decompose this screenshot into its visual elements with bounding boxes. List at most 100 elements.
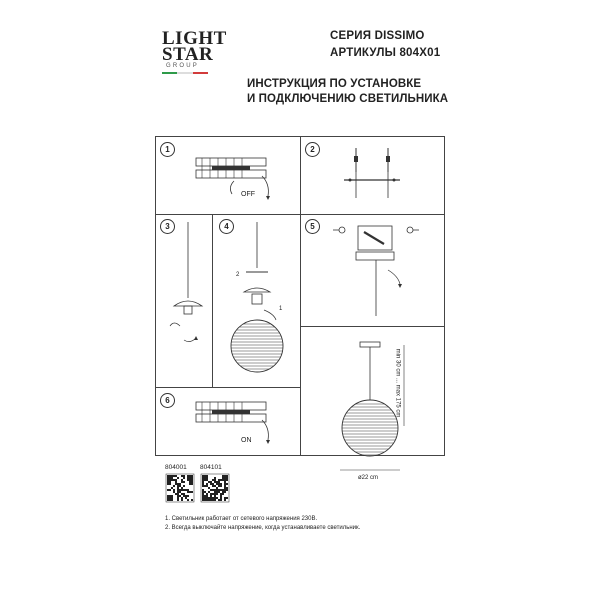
qr-module	[167, 483, 169, 485]
qr-module	[171, 499, 173, 501]
qr-module	[187, 489, 189, 491]
qr-module	[183, 495, 185, 497]
qr-module	[212, 493, 214, 495]
qr-module	[220, 493, 222, 495]
qr-module	[214, 493, 216, 495]
qr-module	[214, 479, 216, 481]
qr-module	[169, 497, 171, 499]
qr-module	[189, 483, 191, 485]
qr-module	[169, 477, 171, 479]
qr-module	[224, 491, 226, 493]
qr-module	[167, 499, 169, 501]
qr-module	[224, 487, 226, 489]
title-line1: ИНСТРУКЦИЯ ПО УСТАНОВКЕ	[247, 78, 422, 90]
qr-module	[191, 483, 193, 485]
qr-module	[185, 495, 187, 497]
qr-module	[216, 487, 218, 489]
qr-module	[175, 493, 177, 495]
qr-module	[224, 483, 226, 485]
qr-module	[175, 479, 177, 481]
qr-module	[167, 477, 169, 479]
qr-module	[212, 497, 214, 499]
qr-module	[171, 479, 173, 481]
qr-code-label-1: 804001	[165, 464, 187, 471]
qr-module	[220, 495, 222, 497]
qr-module	[202, 481, 204, 483]
qr-module	[173, 489, 175, 491]
qr-module	[224, 475, 226, 477]
qr-module	[206, 477, 208, 479]
qr-module	[210, 495, 212, 497]
qr-module	[169, 489, 171, 491]
qr-module	[183, 477, 185, 479]
qr-module	[179, 489, 181, 491]
off-label: OFF	[241, 191, 255, 198]
qr-module	[224, 485, 226, 487]
qr-module	[210, 481, 212, 483]
diameter-dimension: ø22 cm	[358, 475, 379, 481]
qr-module	[169, 495, 171, 497]
qr-module	[167, 495, 169, 497]
qr-module	[183, 493, 185, 495]
qr-module	[189, 491, 191, 493]
qr-module	[208, 497, 210, 499]
qr-module	[204, 475, 206, 477]
qr-module	[204, 499, 206, 501]
qr-module	[189, 477, 191, 479]
qr-module	[183, 485, 185, 487]
qr-module	[216, 497, 218, 499]
qr-module	[224, 489, 226, 491]
qr-module	[171, 487, 173, 489]
qr-module	[173, 475, 175, 477]
qr-module	[181, 499, 183, 501]
qr-module	[208, 487, 210, 489]
note-1: 1. Светильник работает от сетевого напря…	[165, 516, 318, 522]
qr-module	[177, 483, 179, 485]
qr-module	[181, 479, 183, 481]
qr-module	[218, 483, 220, 485]
qr-module	[222, 479, 224, 481]
qr-module	[226, 489, 228, 491]
qr-module	[220, 479, 222, 481]
qr-module	[177, 497, 179, 499]
qr-module	[204, 477, 206, 479]
qr-module	[179, 483, 181, 485]
qr-module	[177, 495, 179, 497]
qr-module	[226, 497, 228, 499]
qr-module	[187, 495, 189, 497]
qr-module	[187, 499, 189, 501]
qr-module	[220, 497, 222, 499]
qr-module	[206, 493, 208, 495]
qr-module	[216, 493, 218, 495]
qr-module	[187, 479, 189, 481]
qr-module	[220, 485, 222, 487]
qr-module	[167, 479, 169, 481]
qr-module	[208, 499, 210, 501]
qr-module	[218, 491, 220, 493]
qr-module	[212, 499, 214, 501]
qr-module	[212, 483, 214, 485]
qr-module	[169, 479, 171, 481]
qr-module	[214, 491, 216, 493]
qr-module	[181, 475, 183, 477]
qr-module	[218, 499, 220, 501]
step-1-badge: 1	[160, 142, 175, 157]
qr-module	[214, 477, 216, 479]
qr-module	[204, 491, 206, 493]
step-4-sub-2: 2	[236, 272, 240, 278]
qr-module	[220, 489, 222, 491]
qr-module	[214, 495, 216, 497]
qr-module	[177, 491, 179, 493]
qr-module	[226, 475, 228, 477]
qr-module	[177, 477, 179, 479]
qr-module	[189, 475, 191, 477]
qr-module	[222, 491, 224, 493]
qr-module	[171, 477, 173, 479]
qr-module	[187, 491, 189, 493]
qr-module	[222, 477, 224, 479]
qr-module	[210, 497, 212, 499]
qr-module	[222, 489, 224, 491]
qr-module	[191, 477, 193, 479]
qr-module	[216, 489, 218, 491]
